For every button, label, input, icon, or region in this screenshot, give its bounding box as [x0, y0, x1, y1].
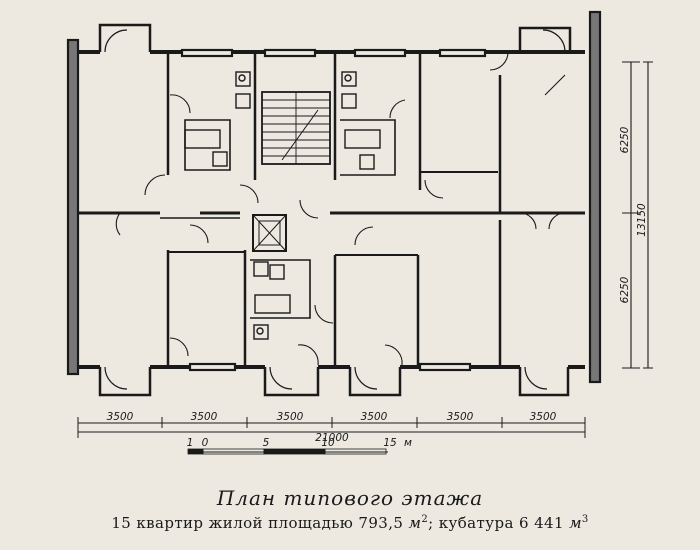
volume-unit: м	[569, 514, 582, 532]
bay-label-5: 3500	[447, 411, 474, 423]
plan-subtitle: 15 квартир жилой площадью 793,5 м2; куба…	[0, 514, 700, 532]
scale-label-0: 0	[202, 437, 209, 449]
window	[180, 48, 234, 58]
volume-exponent: 3	[581, 514, 589, 525]
balcony	[98, 367, 152, 397]
window	[263, 48, 317, 58]
balcony	[263, 367, 320, 397]
balcony	[348, 367, 402, 397]
total-depth-label: 13150	[636, 203, 648, 237]
bathroom-fixtures	[184, 71, 381, 340]
scale-label-15: 15	[383, 437, 397, 449]
area-exponent: 2	[421, 514, 429, 525]
window	[188, 362, 237, 372]
scale-label-10: 10	[321, 437, 335, 449]
scale-bar	[187, 448, 388, 455]
stair-treads	[262, 92, 330, 164]
bay-label-4: 3500	[361, 411, 388, 423]
door-swings	[115, 51, 566, 366]
bay-label-2: 3500	[191, 411, 218, 423]
bay-label-3: 3500	[277, 411, 304, 423]
balcony	[98, 23, 152, 52]
window	[353, 48, 407, 58]
depth-upper-label: 6250	[619, 126, 631, 153]
balcony	[518, 367, 570, 397]
plan-title: План типового этажа	[216, 486, 484, 510]
scale-unit: м	[404, 437, 412, 449]
bay-label-1: 3500	[107, 411, 134, 423]
subtitle-middle: ; кубатура 6 441	[428, 514, 564, 532]
floor-plan-walls	[66, 10, 602, 397]
window	[418, 362, 472, 372]
right-end-wall	[588, 10, 602, 384]
scale-label-5: 5	[263, 437, 270, 449]
depth-lower-label: 6250	[619, 276, 631, 303]
bay-label-6: 3500	[530, 411, 557, 423]
area-unit: м	[408, 514, 422, 532]
subtitle-prefix: 15 квартир жилой площадью 793,5	[111, 514, 404, 532]
floor-plan: 6250 6250 13150 3500 3500 3500 3500 3500…	[66, 10, 653, 455]
total-width-label: 21000	[315, 432, 349, 444]
balcony	[518, 26, 572, 52]
horizontal-dimension	[77, 417, 586, 438]
elevator-shaft	[252, 214, 287, 252]
scale-label-1: 1	[187, 437, 194, 449]
vertical-dimension	[622, 61, 653, 369]
window	[438, 48, 487, 58]
left-end-wall	[66, 38, 80, 376]
